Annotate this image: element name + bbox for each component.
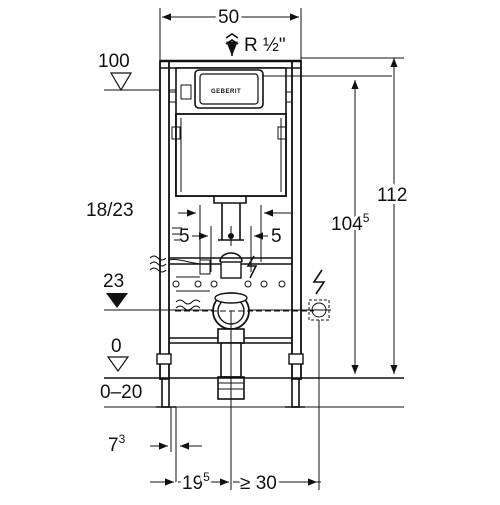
level-zero-label: 0 [111, 336, 122, 357]
height-total-label: 112 [377, 185, 407, 206]
floor-level: 0 0–20 [100, 336, 404, 408]
offset-dimensions: 5 5 [179, 226, 282, 272]
brand-logo: GEBERIT [211, 89, 241, 95]
electric-icon-inner [246, 255, 258, 279]
level-100-marker: 100 [98, 51, 176, 92]
foot-offset-label: 73 [108, 432, 126, 456]
bottom-dimensions: 195 ≥ 30 [150, 467, 321, 497]
height-inner-label: 1045 [331, 211, 370, 235]
electric-icon [307, 269, 331, 490]
width-dimension: 50 [159, 4, 302, 60]
water-supply-icon [149, 227, 286, 292]
foot-offset-dimension: 73 [108, 407, 202, 482]
offset-right-label: 5 [271, 226, 282, 247]
pipe-spacing-label: 18/23 [86, 200, 134, 221]
flush-pipe [213, 196, 247, 279]
drain-offset-label: 195 [182, 470, 210, 494]
offset-left-label: 5 [179, 226, 190, 247]
width-label: 50 [218, 7, 239, 28]
pipe-thread-label: R ½" [244, 35, 286, 56]
pipe-thread-callout: R ½" [225, 33, 286, 56]
level-23-label: 23 [103, 271, 124, 292]
clearance-label: ≥ 30 [240, 473, 277, 494]
height-dimensions: 112 1045 [301, 57, 410, 374]
floor-range-label: 0–20 [100, 382, 142, 403]
level-100-label: 100 [98, 51, 130, 72]
cistern: GEBERIT [171, 67, 392, 197]
waste-outlet [175, 292, 314, 490]
